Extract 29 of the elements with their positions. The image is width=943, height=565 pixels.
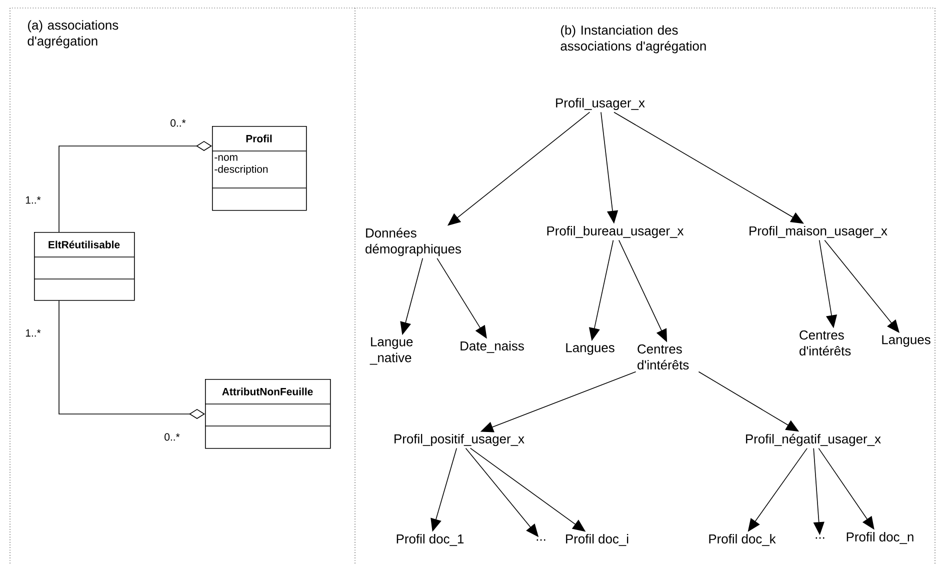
class-box: AttributNonFeuille xyxy=(204,379,331,449)
node-text: ... xyxy=(816,537,824,539)
multiplicity-label: 1..* xyxy=(26,196,41,204)
class-box: Profil -nom -description xyxy=(212,126,307,211)
aggregation-line xyxy=(58,141,212,232)
node-text: Centres d'intérêts xyxy=(800,330,851,356)
class-box: EltRéutilisable xyxy=(34,232,135,301)
node-text: Langues xyxy=(566,343,614,355)
node-text: Profil doc_i xyxy=(566,534,628,546)
node-text: Profil_négatif_usager_x xyxy=(746,434,881,446)
panel-title: (b) Instanciation des associations d'agrégation xyxy=(560,25,706,54)
panel-title: (a) associations d'agrégation xyxy=(28,20,118,48)
node-text: Profil doc_n xyxy=(846,532,914,544)
node-text: Données démographiques xyxy=(366,228,461,256)
node-text: Profil doc_1 xyxy=(396,534,464,546)
multiplicity-label: 0..* xyxy=(164,433,180,441)
node-text: Profil_maison_usager_x xyxy=(750,226,888,238)
node-text: Profil_bureau_usager_x xyxy=(547,226,684,238)
node-text: Date_naiss xyxy=(460,341,524,353)
node-text: Centres d'intérêts xyxy=(638,344,689,370)
node-text: Profil_usager_x xyxy=(556,98,645,110)
aggregation-line xyxy=(58,300,205,419)
node-text: Langues xyxy=(882,335,930,347)
node-text: ... xyxy=(536,539,546,541)
node-text: Langue _native xyxy=(370,337,413,365)
multiplicity-label: 0..* xyxy=(170,119,186,127)
multiplicity-label: 1..* xyxy=(26,329,41,337)
node-text: Profil_positif_usager_x xyxy=(394,434,524,446)
node-text: Profil doc_k xyxy=(709,534,776,546)
